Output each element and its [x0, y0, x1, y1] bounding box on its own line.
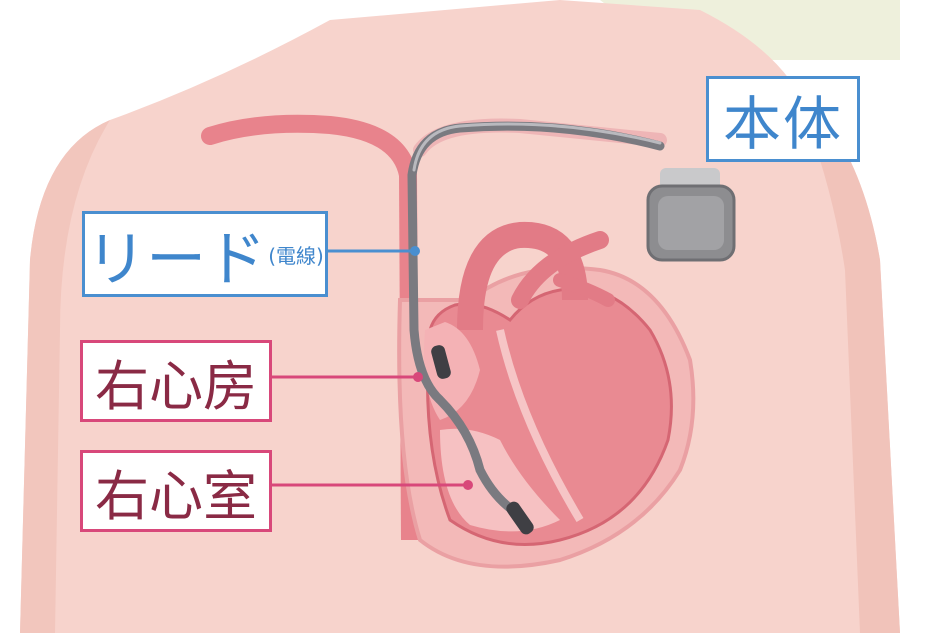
right-ventricle-label: 右心室 [80, 450, 272, 532]
lead-label: リード (電線) [82, 211, 328, 297]
right-atrium-label-text: 右心房 [95, 342, 257, 421]
device-face [658, 196, 724, 250]
device-label: 本体 [706, 76, 860, 162]
ra-leader-dot [413, 372, 423, 382]
right-ventricle-label-text: 右心室 [95, 452, 257, 531]
lead-label-subtext: (電線) [268, 240, 324, 269]
lead-label-text: リード [86, 211, 266, 298]
lead-leader-dot [410, 246, 420, 256]
rv-leader-dot [463, 480, 473, 490]
right-atrium-label: 右心房 [80, 340, 272, 422]
device-label-text: 本体 [723, 77, 843, 161]
